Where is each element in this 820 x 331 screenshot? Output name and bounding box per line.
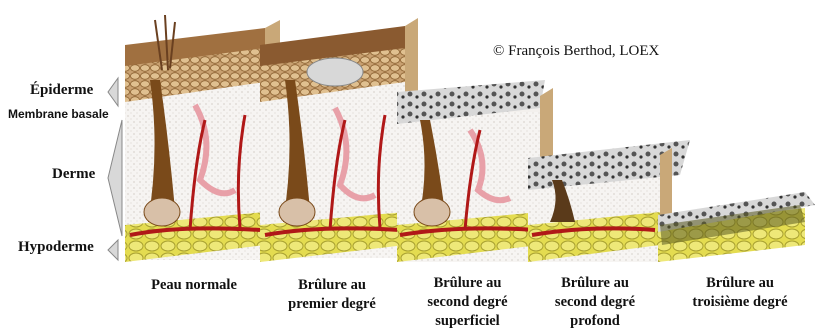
- layer-brackets: [108, 78, 122, 260]
- stage-third-degree: [658, 192, 815, 262]
- epidermis-bracket: [108, 78, 118, 106]
- caption-second-degree-superficial: Brûlure au second degré superficiel: [400, 274, 535, 331]
- hypodermis-bracket: [108, 240, 118, 260]
- caption-second-degree-deep: Brûlure au second degré profond: [530, 274, 660, 331]
- caption-line: Brûlure au: [262, 276, 402, 295]
- caption-normal-skin: Peau normale: [132, 276, 256, 295]
- caption-line: second degré: [400, 293, 535, 312]
- caption-line: premier degré: [262, 295, 402, 314]
- caption-line: profond: [530, 312, 660, 331]
- dermis-bracket: [108, 120, 122, 236]
- stage-normal-skin: [125, 15, 280, 262]
- stage-first-degree: [260, 18, 418, 262]
- caption-line: superficiel: [400, 312, 535, 331]
- caption-line: Brûlure au: [530, 274, 660, 293]
- blister: [307, 58, 363, 86]
- caption-first-degree: Brûlure au premier degré: [262, 276, 402, 314]
- caption-line: troisième degré: [670, 293, 810, 312]
- caption-line: second degré: [530, 293, 660, 312]
- caption-line: Peau normale: [132, 276, 256, 295]
- caption-third-degree: Brûlure au troisième degré: [670, 274, 810, 312]
- caption-line: Brûlure au: [400, 274, 535, 293]
- caption-line: Brûlure au: [670, 274, 810, 293]
